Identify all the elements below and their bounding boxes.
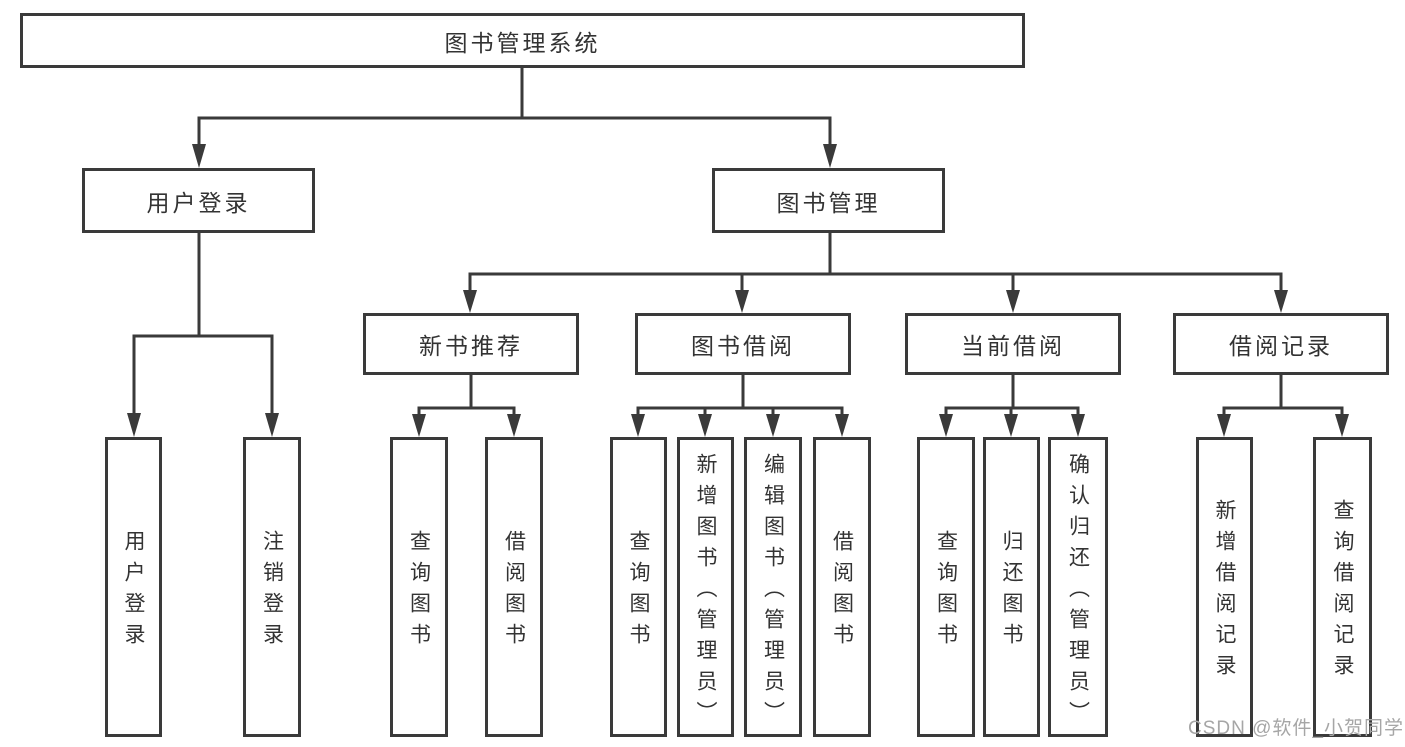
connector-book-mgmt-branch — [463, 233, 1288, 313]
arrowhead — [127, 413, 141, 437]
node-current-borrow: 当前借阅 — [905, 313, 1121, 375]
arrowhead — [1004, 414, 1018, 437]
leaf-confirm-return-admin-label: 确认归还（管理员） — [1066, 452, 1090, 732]
leaf-borrow-book-2-label: 借阅图书 — [830, 530, 854, 654]
leaf-query-book-3: 查询图书 — [917, 437, 975, 737]
node-book-management-label: 图书管理 — [776, 189, 881, 216]
leaf-return-book-label: 归还图书 — [1000, 530, 1023, 654]
arrowhead — [1217, 414, 1231, 437]
leaf-query-book-2-label: 查询图书 — [627, 530, 650, 654]
leaf-borrow-book-2: 借阅图书 — [813, 437, 871, 737]
leaf-add-borrow-record: 新增借阅记录 — [1196, 437, 1253, 737]
connector-user-login-branch — [127, 233, 279, 437]
arrowhead — [1335, 414, 1349, 437]
arrowhead — [766, 414, 780, 437]
leaf-query-book-1: 查询图书 — [390, 437, 448, 737]
arrowhead — [698, 414, 712, 437]
connector-book-borrow-branch — [631, 375, 849, 437]
node-borrow-record-label: 借阅记录 — [1229, 333, 1333, 359]
leaf-edit-book-admin-label: 编辑图书（管理员） — [761, 452, 785, 732]
node-new-book-recommend-label: 新书推荐 — [419, 333, 523, 359]
arrowhead — [463, 290, 477, 313]
leaf-add-book-admin-label: 新增图书（管理员） — [694, 452, 717, 732]
arrowhead — [1071, 414, 1085, 437]
node-new-book-recommend: 新书推荐 — [363, 313, 579, 375]
arrowhead — [631, 414, 645, 437]
node-book-borrow-label: 图书借阅 — [691, 333, 795, 359]
node-root-label: 图书管理系统 — [444, 29, 601, 56]
leaf-query-borrow-record-label: 查询借阅记录 — [1331, 499, 1354, 685]
leaf-logout: 注销登录 — [243, 437, 301, 737]
node-root: 图书管理系统 — [20, 13, 1025, 68]
node-book-borrow: 图书借阅 — [635, 313, 851, 375]
arrowhead — [1274, 290, 1288, 313]
leaf-add-borrow-record-label: 新增借阅记录 — [1213, 499, 1236, 685]
node-user-login: 用户登录 — [82, 168, 315, 233]
leaf-borrow-book-1: 借阅图书 — [485, 437, 543, 737]
arrowhead — [507, 414, 521, 437]
leaf-confirm-return-admin: 确认归还（管理员） — [1048, 437, 1108, 737]
leaf-borrow-book-1-label: 借阅图书 — [502, 530, 526, 654]
connector-new-book-branch — [412, 375, 521, 437]
connector-current-borrow-branch — [939, 375, 1085, 437]
leaf-user-login: 用户登录 — [105, 437, 162, 737]
leaf-return-book: 归还图书 — [983, 437, 1040, 737]
leaf-add-book-admin: 新增图书（管理员） — [677, 437, 734, 737]
leaf-query-borrow-record: 查询借阅记录 — [1313, 437, 1372, 737]
arrowhead — [412, 414, 426, 437]
arrowhead — [735, 290, 749, 313]
leaf-logout-label: 注销登录 — [260, 530, 284, 654]
node-user-login-label: 用户登录 — [146, 189, 251, 216]
arrowhead — [265, 413, 279, 437]
leaf-user-login-label: 用户登录 — [122, 530, 145, 654]
arrowhead — [192, 144, 206, 168]
leaf-edit-book-admin: 编辑图书（管理员） — [744, 437, 802, 737]
connector-borrow-record-branch — [1217, 375, 1349, 437]
leaf-query-book-3-label: 查询图书 — [934, 530, 958, 654]
leaf-query-book-1-label: 查询图书 — [407, 530, 431, 654]
node-current-borrow-label: 当前借阅 — [961, 333, 1065, 359]
node-borrow-record: 借阅记录 — [1173, 313, 1389, 375]
arrowhead — [1006, 290, 1020, 313]
arrowhead — [939, 414, 953, 437]
arrowhead — [823, 144, 837, 168]
node-book-management: 图书管理 — [712, 168, 945, 233]
connector-root-to-level2 — [192, 68, 837, 168]
csdn-watermark: CSDN @软件_小贺同学 — [1188, 718, 1404, 739]
arrowhead — [835, 414, 849, 437]
leaf-query-book-2: 查询图书 — [610, 437, 667, 737]
